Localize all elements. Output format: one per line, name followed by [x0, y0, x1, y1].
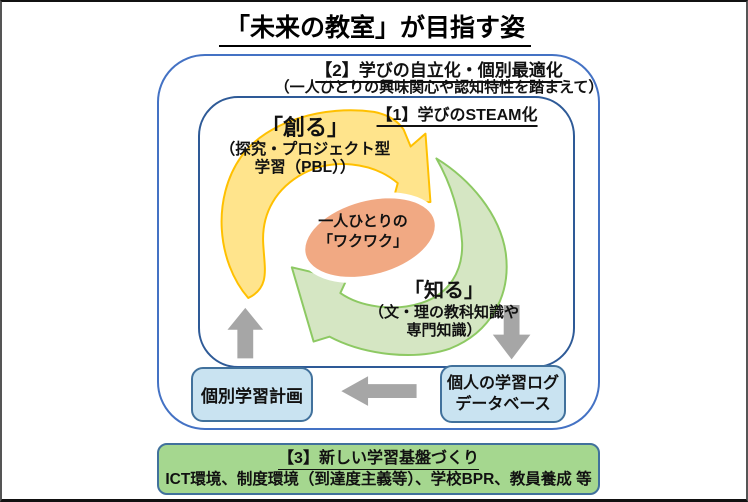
- individual-plan-box: 個別学習計画: [191, 367, 313, 422]
- know-subtitle-line2: 専門知識）: [406, 321, 482, 339]
- section2-heading-text: 【2】学びの自立化・個別最適化: [315, 61, 563, 83]
- learning-log-line1: 個人の学習ログ: [446, 375, 559, 392]
- section2-subheading: （一人ひとりの興味関心や認知特性を踏まえて）: [274, 79, 604, 96]
- left-arrow-icon: [341, 376, 417, 406]
- create-title: 「創る」: [260, 115, 350, 140]
- wakuwaku-line1: 一人ひとりの: [318, 213, 408, 230]
- foundation-banner: 【3】新しい学習基盤づくり ICT環境、制度環境（到達度主義等）、学校BPR、教…: [157, 443, 600, 495]
- create-subtitle-line1: （探究・プロジェクト型: [219, 141, 391, 158]
- know-cycle-arrow-icon: [290, 157, 508, 356]
- create-cycle-arrow-icon: [220, 109, 432, 300]
- foundation-body: ICT環境、制度環境（到達度主義等）、学校BPR、教員養成 等: [165, 470, 592, 488]
- wakuwaku-label-block: 一人ひとりの 「ワクワク」: [318, 212, 408, 252]
- know-subtitle-line1: （文・理の教科知識や: [368, 304, 520, 321]
- page-title: 「未来の教室」が目指す姿: [218, 8, 532, 47]
- wakuwaku-line2: 「ワクワク」: [317, 233, 409, 250]
- foundation-heading: 【3】新しい学習基盤づくり: [278, 449, 479, 470]
- learning-log-line2: データベース: [455, 396, 551, 413]
- know-title: 「知る」: [403, 280, 484, 302]
- create-subtitle-line2: 学習（PBL））: [254, 159, 356, 176]
- individual-plan-label: 個別学習計画: [201, 387, 303, 406]
- outer-section-container: [157, 54, 600, 430]
- section1-heading: 【1】学びのSTEAM化: [376, 101, 538, 127]
- down-arrow-icon: [492, 304, 531, 360]
- section1-heading-text: 【1】学びのSTEAM化: [376, 107, 538, 127]
- wakuwaku-ellipse: [299, 192, 441, 283]
- create-label-block: 「創る」 （探究・プロジェクト型 学習（PBL））: [220, 114, 391, 177]
- learning-log-box: 個人の学習ログ データベース: [440, 365, 566, 423]
- up-arrow-icon: [227, 307, 264, 359]
- section2-heading: 【2】学びの自立化・個別最適化: [315, 56, 563, 83]
- inner-section-container: [198, 96, 575, 368]
- know-label-block: 「知る」 （文・理の教科知識や 専門知識）: [369, 278, 519, 339]
